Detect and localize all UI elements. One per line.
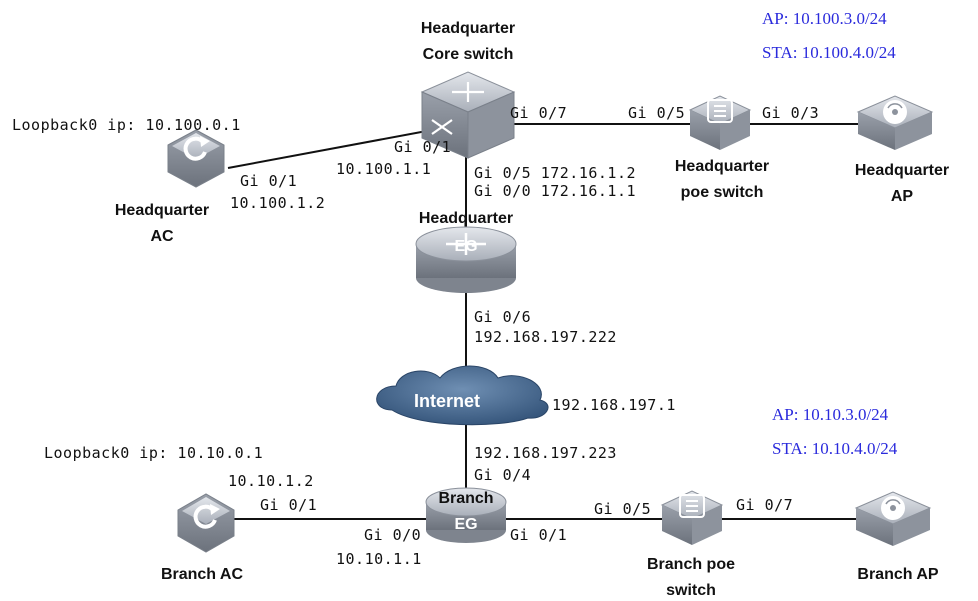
br-ac-loopback: Loopback0 ip: 10.10.0.1	[44, 444, 264, 462]
br-eg-wan-port: Gi 0/4	[474, 466, 532, 484]
egress-gateway-icon[interactable]	[425, 487, 507, 543]
hq-ap-name-line2: AP	[890, 188, 914, 205]
access-controller-icon[interactable]	[177, 493, 235, 553]
hq-eg-wan-port: Gi 0/6	[474, 308, 532, 326]
poe-switch-icon[interactable]	[660, 490, 724, 545]
core-to-ac-ip: 10.100.1.1	[336, 160, 432, 178]
ac-port: Gi 0/1	[240, 172, 298, 190]
poe-switch-icon[interactable]	[688, 95, 752, 150]
br-poe-out-port: Gi 0/7	[736, 496, 794, 514]
br-ac-name: Branch AC	[160, 566, 244, 583]
hq-eg-name-line2: EG	[454, 238, 478, 255]
br-ac-port: Gi 0/1	[260, 496, 318, 514]
br-poe-name-line1: Branch poe	[646, 556, 735, 573]
access-point-icon[interactable]	[854, 491, 932, 546]
br-eg-wan-ip: 192.168.197.223	[474, 444, 617, 462]
core-to-ac-port: Gi 0/1	[394, 138, 452, 156]
br-eg-to-ac-port: Gi 0/0	[364, 526, 422, 544]
br-ap-subnet: AP: 10.10.3.0/24	[772, 405, 889, 424]
br-eg-name-line1: Branch	[438, 490, 494, 507]
br-ac-ip: 10.10.1.2	[228, 472, 314, 490]
hq-ac-name-line2: AC	[150, 228, 174, 245]
ac-ip: 10.100.1.2	[230, 194, 326, 212]
br-eg-to-poe-port: Gi 0/1	[510, 526, 568, 544]
hq-poe-name-line1: Headquarter	[674, 158, 770, 175]
br-sta-subnet: STA: 10.10.4.0/24	[772, 439, 898, 458]
hq-ap-name-line1: Headquarter	[854, 162, 950, 179]
hq-ap-subnet: AP: 10.100.3.0/24	[762, 9, 887, 28]
core-switch-icon[interactable]	[420, 71, 516, 159]
hq-poe-in-port: Gi 0/5	[628, 104, 686, 122]
core-to-poe-port: Gi 0/7	[510, 104, 568, 122]
eg-to-core-port: Gi 0/0 172.16.1.1	[474, 182, 637, 200]
br-poe-name-line2: switch	[666, 582, 716, 599]
hq-ac-loopback: Loopback0 ip: 10.100.0.1	[12, 116, 241, 134]
link-core-to-hq-ac	[227, 129, 433, 169]
internet-label: Internet	[414, 391, 481, 411]
br-eg-name-line2: EG	[454, 516, 478, 533]
access-controller-icon[interactable]	[167, 129, 225, 188]
egress-gateway-icon[interactable]	[415, 226, 517, 293]
hq-poe-out-port: Gi 0/3	[762, 104, 820, 122]
hq-eg-wan-ip: 192.168.197.222	[474, 328, 617, 346]
hq-eg-name-line1: Headquarter	[418, 210, 514, 227]
hq-poe-name-line2: poe switch	[680, 184, 764, 201]
cloud-icon[interactable]	[376, 365, 549, 426]
hq-sta-subnet: STA: 10.100.4.0/24	[762, 43, 896, 62]
hq-core-name-line1: Headquarter	[420, 20, 516, 37]
br-eg-to-ac-ip: 10.10.1.1	[336, 550, 422, 568]
br-poe-in-port: Gi 0/5	[594, 500, 652, 518]
core-to-eg-port: Gi 0/5 172.16.1.2	[474, 164, 637, 182]
internet-ip: 192.168.197.1	[552, 396, 676, 414]
hq-core-name-line2: Core switch	[422, 46, 514, 63]
hq-ac-name-line1: Headquarter	[114, 202, 210, 219]
br-ap-name: Branch AP	[857, 566, 939, 583]
links	[227, 123, 862, 520]
access-point-icon[interactable]	[856, 95, 934, 150]
